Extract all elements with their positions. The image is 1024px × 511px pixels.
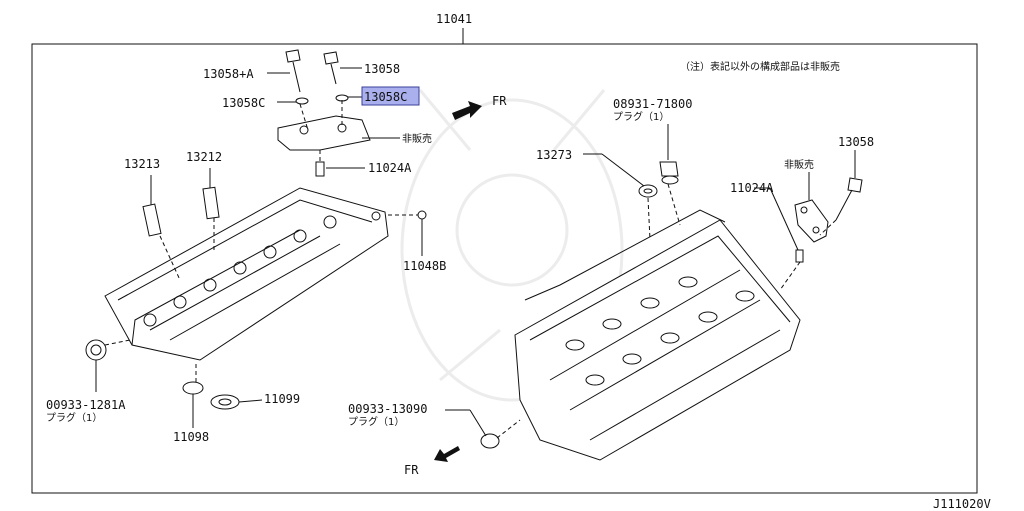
bolt-13058-b-icon	[323, 51, 349, 102]
plug-qty-left: プラグ（1）	[46, 411, 102, 424]
leader-lines-left	[95, 67, 423, 428]
seal-11099-icon	[210, 394, 240, 410]
part-label-13212[interactable]: 13212	[186, 150, 222, 164]
seal-11098-icon	[182, 381, 204, 395]
plug-00933-1281a-icon	[85, 339, 107, 361]
not-sold-label-left: 非販売	[402, 132, 432, 145]
front-arrow-top-icon	[452, 101, 482, 120]
plug-qty-top-right: プラグ（1）	[613, 110, 669, 123]
bolt-13058-right-icon	[835, 177, 863, 221]
assembly-number: 11041	[436, 12, 472, 26]
pin-13212-icon	[202, 186, 220, 220]
part-label-11099[interactable]: 11099	[264, 392, 300, 406]
part-label-00933-1281a[interactable]: 00933-1281A	[46, 398, 126, 412]
bracket-right	[794, 199, 829, 243]
part-label-13058c-left[interactable]: 13058C	[222, 96, 265, 110]
part-label-00933-13090[interactable]: 00933-13090	[348, 402, 427, 416]
part-label-13058-a[interactable]: 13058+A	[203, 67, 254, 81]
watermark-emblem-icon	[400, 89, 624, 402]
dowel-11024a-right-icon	[795, 249, 804, 263]
figure-code: J111020V	[933, 497, 991, 511]
dowel-11024a-left-icon	[315, 161, 325, 177]
part-label-11048b[interactable]: 11048B	[403, 259, 446, 273]
part-label-13058-right[interactable]: 13058	[838, 135, 874, 149]
bracket-left	[277, 115, 371, 151]
plug-08931-71800-icon	[659, 161, 679, 185]
right-cylinder-head	[514, 209, 801, 461]
plug-qty-bottom: プラグ（1）	[348, 415, 404, 428]
bolt-13058-a-icon	[285, 49, 309, 105]
selected-part-highlight[interactable]	[361, 86, 420, 106]
pin-13213-icon	[142, 203, 162, 237]
part-label-13058c-highlight[interactable]: 13058C	[364, 90, 407, 104]
part-label-13273[interactable]: 13273	[536, 148, 572, 162]
front-label-top: FR	[492, 94, 507, 108]
diagram-frame	[31, 28, 978, 494]
part-label-13058-b[interactable]: 13058	[364, 62, 400, 76]
left-cylinder-head	[104, 187, 389, 361]
front-label-bottom: FR	[404, 463, 419, 477]
front-arrow-bottom-icon	[434, 446, 460, 462]
part-label-08931-71800[interactable]: 08931-71800	[613, 97, 692, 111]
part-label-11024a-left[interactable]: 11024A	[368, 161, 412, 175]
part-label-11098[interactable]: 11098	[173, 430, 209, 444]
note-text: （注）表記以外の構成部品は非販売	[680, 60, 840, 73]
washer-13273-icon	[638, 184, 658, 198]
not-sold-label-right: 非販売	[784, 158, 814, 171]
leader-lines-right	[445, 124, 856, 439]
part-label-11024a-right[interactable]: 11024A	[730, 181, 774, 195]
part-label-13213[interactable]: 13213	[124, 157, 160, 171]
plug-00933-13090-icon	[480, 433, 500, 449]
plug-11048b-icon	[417, 210, 427, 220]
